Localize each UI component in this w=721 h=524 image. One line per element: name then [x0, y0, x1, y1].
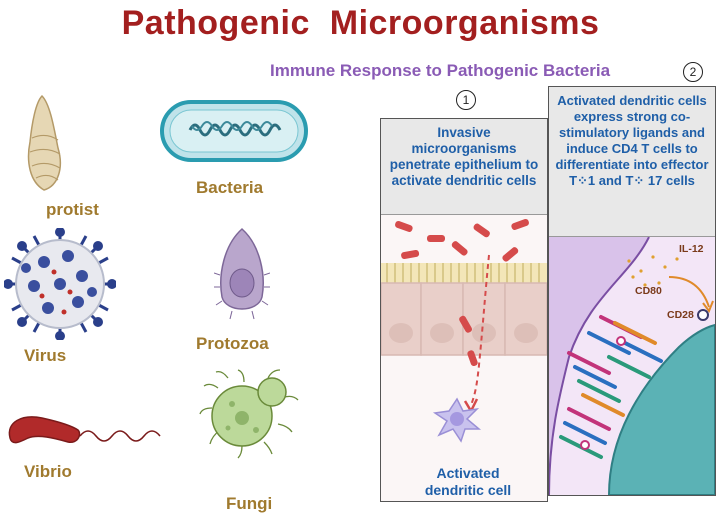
epithelium-illustration	[381, 215, 547, 501]
virus-label: Virus	[24, 346, 67, 365]
cd80-label: CD80	[635, 285, 662, 297]
fungi-illustration	[199, 369, 299, 459]
activated-dendritic-cell-label: Activated dendritic cell	[424, 465, 512, 498]
vibrio-illustration	[8, 416, 161, 444]
panel-2: Activated dendritic cells express strong…	[548, 86, 716, 496]
vibrio-label: Vibrio	[24, 462, 72, 481]
panel-2-text: Activated dendritic cells express strong…	[549, 87, 715, 237]
virus-illustration	[4, 228, 116, 340]
il-12-label: IL-12	[679, 243, 704, 255]
panel-1: Invasive microorganisms penetrate epithe…	[380, 118, 548, 502]
subtitle: Immune Response to Pathogenic Bacteria	[270, 61, 611, 80]
panel-1-text: Invasive microorganisms penetrate epithe…	[381, 119, 547, 215]
page-title: Pathogenic Microorganisms	[121, 4, 600, 42]
fungi-label: Fungi	[226, 494, 273, 513]
panel-1-number: 1	[456, 90, 476, 110]
protist-illustration	[27, 94, 62, 191]
protist-label: protist	[46, 200, 99, 219]
bacteria-illustration	[160, 100, 308, 162]
panel-2-number: 2	[683, 62, 703, 82]
bacteria-label: Bacteria	[196, 178, 264, 197]
cd28-label: CD28	[667, 309, 694, 321]
protozoa-illustration	[214, 227, 270, 320]
protozoa-label: Protozoa	[196, 334, 269, 353]
t-cell-interaction-illustration	[549, 237, 715, 495]
